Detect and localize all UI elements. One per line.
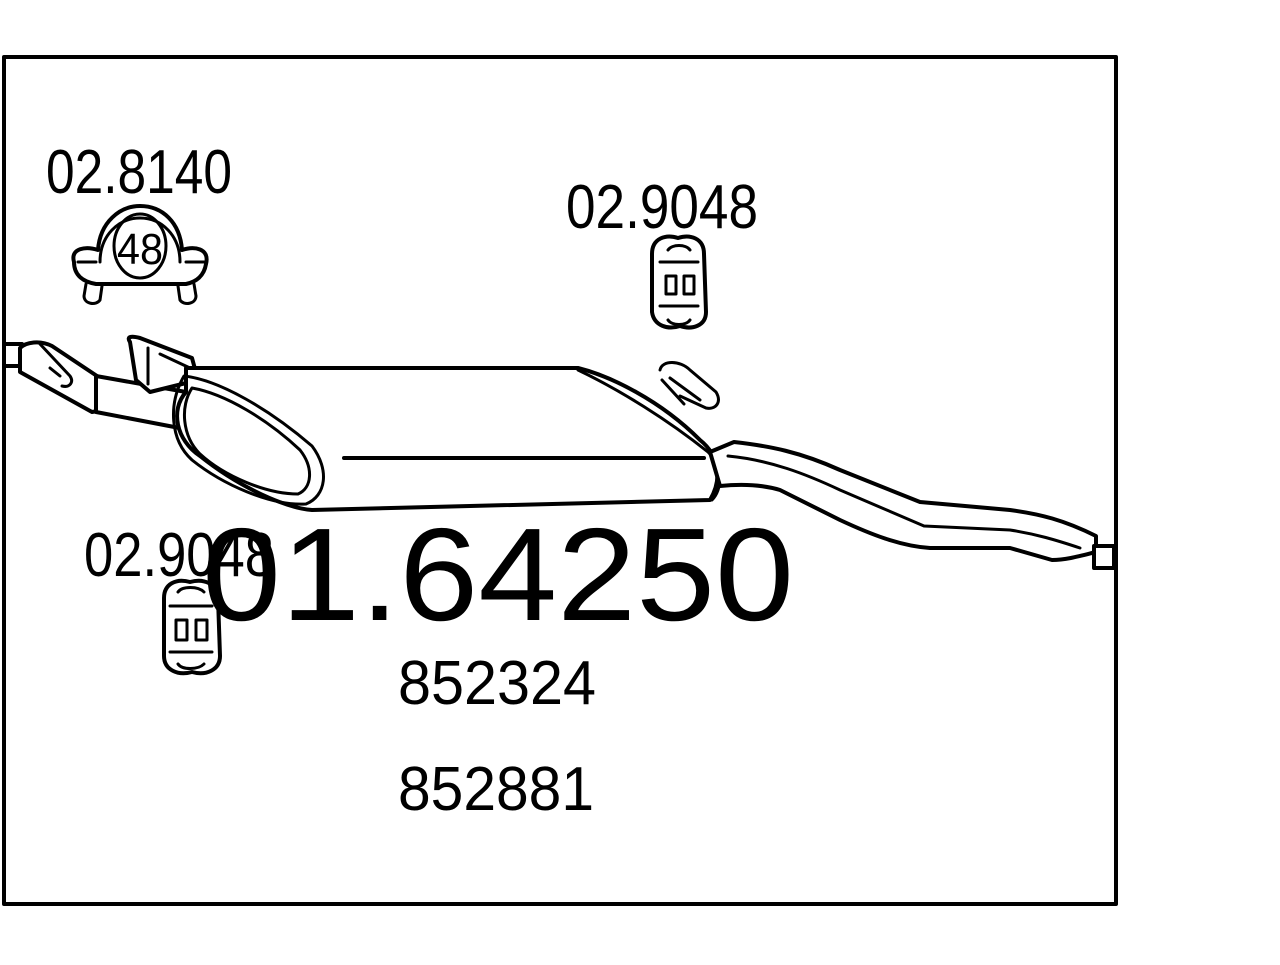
oe-number-2: 852881 (398, 755, 594, 824)
clamp-size-label: 48 (117, 225, 163, 274)
oe-number-1: 852324 (398, 649, 596, 718)
main-part-number: 01.64250 (202, 501, 794, 648)
clamp-icon (71, 204, 209, 305)
diagram-frame (2, 55, 1118, 906)
hanger-top-part-number: 02.9048 (566, 173, 758, 242)
rubber-hanger-top-icon (650, 234, 708, 330)
clamp-part-number: 02.8140 (46, 138, 232, 207)
hanger-left-part-number: 02.9048 (84, 521, 274, 590)
rubber-hanger-left-icon (162, 578, 222, 676)
rear-muffler-drawing (2, 334, 1116, 570)
